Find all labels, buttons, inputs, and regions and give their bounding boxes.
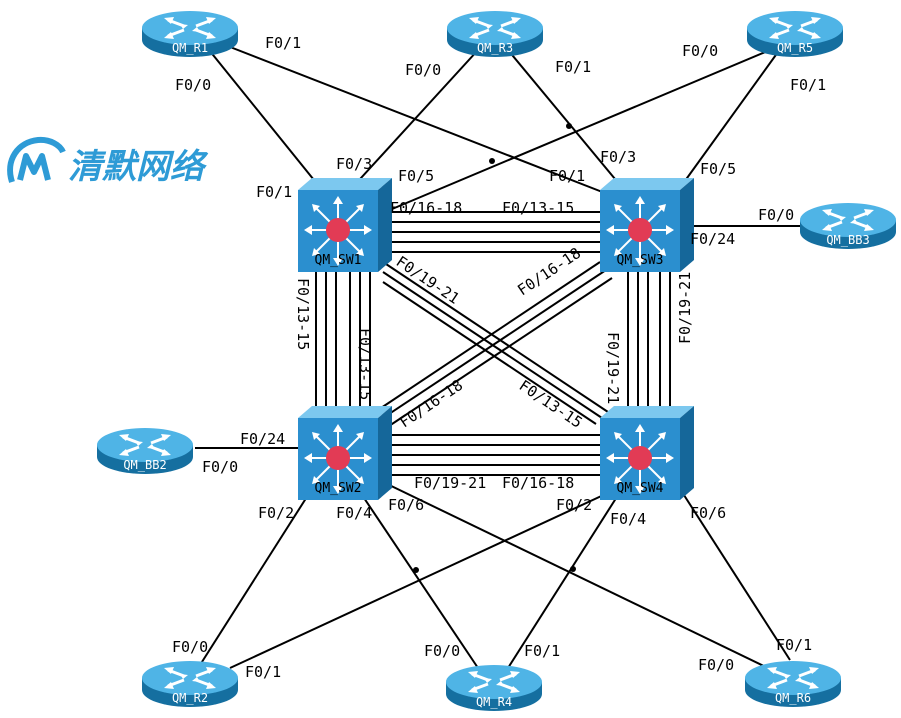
router-qm-bb3[interactable]: QM_BB3	[798, 201, 898, 251]
port-label: F0/5	[700, 160, 736, 178]
port-label: F0/1	[776, 636, 812, 654]
router-qm-bb2[interactable]: QM_BB2	[95, 426, 195, 476]
link-sw2-r2	[199, 491, 311, 666]
logo-text: 清默网络	[68, 147, 209, 187]
port-label: F0/3	[600, 148, 636, 166]
router-label: QM_R2	[172, 691, 208, 705]
router-qm-r4[interactable]: QM_R4	[444, 663, 544, 713]
port-label: F0/3	[336, 155, 372, 173]
router-label: QM_R4	[476, 695, 512, 709]
port-label: F0/19-21	[604, 332, 622, 404]
switch-label: QM_SW3	[617, 253, 664, 268]
port-label: F0/1	[549, 167, 585, 185]
router-label: QM_R5	[777, 41, 813, 55]
port-label: F0/0	[698, 656, 734, 674]
port-label: F0/13-15	[502, 199, 574, 217]
port-label: F0/16-18	[502, 474, 574, 492]
router-label: QM_R6	[775, 691, 811, 705]
port-label: F0/1	[555, 58, 591, 76]
link-r3-sw1	[349, 49, 479, 191]
link-r5-sw3	[681, 51, 779, 186]
router-qm-r1[interactable]: QM_R1	[140, 9, 240, 59]
link-r3-sw3	[507, 49, 621, 186]
port-label: F0/19-21	[393, 252, 463, 307]
link-sw2-r4	[359, 491, 479, 669]
port-label: F0/1	[245, 663, 281, 681]
port-label: F0/13-15	[356, 328, 374, 400]
switch-qm-sw2[interactable]: QM_SW2	[297, 405, 393, 501]
port-label: F0/4	[336, 504, 372, 522]
port-label: F0/13-15	[294, 278, 312, 350]
link-r5-sw1	[384, 49, 771, 213]
link-lines	[195, 44, 800, 669]
port-label: F0/0	[172, 638, 208, 656]
router-qm-r6[interactable]: QM_R6	[743, 659, 843, 709]
switch-label: QM_SW2	[315, 481, 362, 496]
port-label: F0/4	[610, 510, 646, 528]
port-label: F0/19-21	[414, 474, 486, 492]
port-label: F0/0	[758, 206, 794, 224]
link-r1-sw1	[204, 44, 319, 186]
port-label: F0/1	[256, 183, 292, 201]
router-qm-r3[interactable]: QM_R3	[445, 9, 545, 59]
port-labels: F0/1 F0/0 F0/0 F0/1 F0/0 F0/1 F0/1 F0/3 …	[172, 34, 826, 681]
port-label: F0/1	[790, 76, 826, 94]
port-label: F0/1	[265, 34, 301, 52]
link-sw2-r6	[382, 481, 769, 669]
link-r1-sw3	[224, 44, 611, 196]
port-label: F0/1	[524, 642, 560, 660]
switch-label: QM_SW4	[617, 481, 664, 496]
port-label: F0/5	[398, 167, 434, 185]
port-label: F0/6	[388, 496, 424, 514]
router-qm-r5[interactable]: QM_R5	[745, 9, 845, 59]
logo: 清默网络	[7, 136, 209, 187]
switch-qm-sw1[interactable]: QM_SW1	[297, 177, 393, 273]
router-qm-r2[interactable]: QM_R2	[140, 659, 240, 709]
switch-qm-sw3[interactable]: QM_SW3	[599, 177, 695, 273]
switch-qm-sw4[interactable]: QM_SW4	[599, 405, 695, 501]
router-label: QM_R3	[477, 41, 513, 55]
port-label: F0/6	[690, 504, 726, 522]
port-label: F0/19-21	[676, 272, 694, 344]
port-label: F0/2	[258, 504, 294, 522]
port-label: F0/24	[240, 430, 285, 448]
router-label: QM_R1	[172, 41, 208, 55]
port-label: F0/0	[682, 42, 718, 60]
port-label: F0/16-18	[396, 376, 466, 431]
link-sw4-r6	[681, 491, 791, 661]
switch-label: QM_SW1	[315, 253, 362, 268]
logo-m-icon	[7, 136, 66, 183]
port-label: F0/16-18	[390, 199, 462, 217]
crossing-dots	[413, 123, 576, 573]
port-label: F0/0	[424, 642, 460, 660]
port-label: F0/0	[175, 76, 211, 94]
port-label: F0/2	[556, 496, 592, 514]
port-label: F0/0	[202, 458, 238, 476]
port-label: F0/0	[405, 61, 441, 79]
router-label: QM_BB3	[826, 233, 869, 247]
link-sw4-r4	[507, 491, 621, 669]
port-label: F0/24	[690, 230, 735, 248]
router-label: QM_BB2	[123, 458, 166, 472]
